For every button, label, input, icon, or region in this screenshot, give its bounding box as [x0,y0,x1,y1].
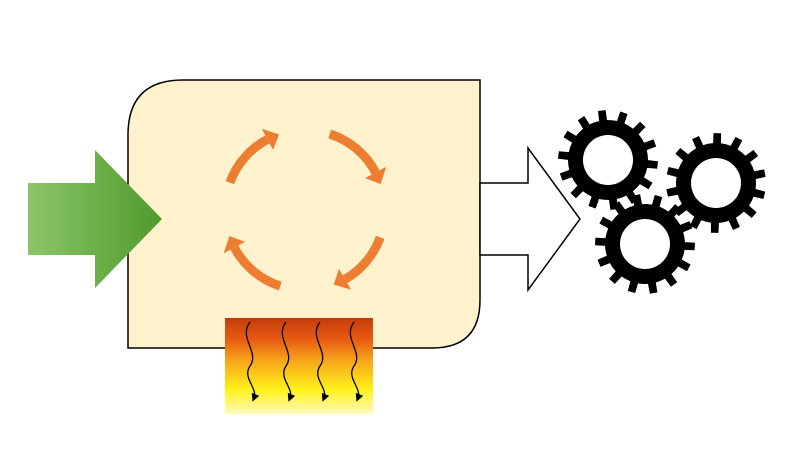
output-arrow-icon [479,145,581,293]
heat-wave-arrow-1 [245,321,260,402]
gear-3 [595,194,695,294]
cycle-arrowhead-3 [223,236,245,254]
heat-wave-arrow-2 [281,321,296,402]
gear-2 [666,133,766,233]
wavy-arrows [245,321,364,402]
heat-source-icon [225,318,373,414]
heat-wave-arrow-3 [315,321,330,402]
gear-1 [558,110,658,210]
cycle-arc-3 [230,245,282,291]
cycle-arc-4 [225,135,270,185]
gears-icon [558,110,766,294]
cycle-arrowhead-1 [365,166,387,184]
input-arrow-icon [28,150,162,288]
heat-wave-arrow-4 [349,321,364,402]
cycle-arrowhead-2 [333,268,351,290]
cycle-arc-2 [342,235,385,284]
cycle-arrows-icon [223,128,387,291]
cycle-arrowhead-4 [261,128,279,150]
cycle-arc-1 [328,129,380,175]
process-box [127,79,481,349]
